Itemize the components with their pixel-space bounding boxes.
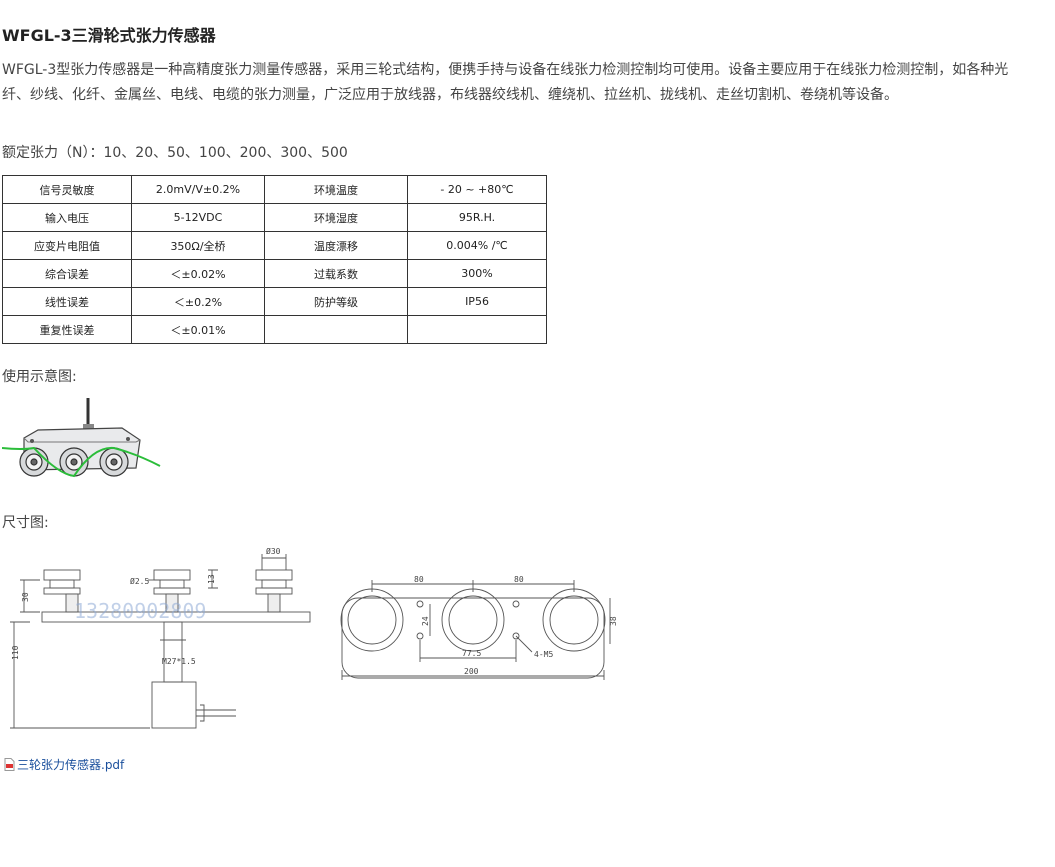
spec-label-cell: 综合误差 (2, 259, 132, 288)
spec-value-cell: 350Ω/全桥 (131, 231, 265, 260)
spec-label-cell: 防护等级 (264, 287, 408, 316)
spec-value-cell: ＜±0.02% (131, 259, 265, 288)
pdf-link-label[interactable]: 三轮张力传感器.pdf (17, 758, 125, 772)
spec-value-cell: - 20 ~ +80℃ (407, 175, 547, 204)
spec-label-cell: 信号灵敏度 (2, 175, 132, 204)
usage-illustration (2, 398, 161, 478)
spec-value-cell: 300% (407, 259, 547, 288)
pdf-download-link[interactable]: 三轮张力传感器.pdf (4, 756, 124, 773)
spec-value-cell: IP56 (407, 287, 547, 316)
dimension-label: 尺寸图: (2, 515, 49, 531)
pdf-icon (4, 758, 15, 771)
spec-value-cell: 2.0mV/V±0.2% (131, 175, 265, 204)
dim-h30: 30 (21, 592, 30, 602)
dim-h110: 110 (11, 645, 20, 660)
dim-d25: Ø2.5 (130, 576, 149, 586)
spec-value-cell: ＜±0.2% (131, 287, 265, 316)
spec-value-cell: 0.004% /℃ (407, 231, 547, 260)
usage-label: 使用示意图: (2, 369, 77, 385)
spec-label-cell: 环境湿度 (264, 203, 408, 232)
dim-holes: 4-M5 (534, 650, 553, 659)
spec-label-cell: 输入电压 (2, 203, 132, 232)
spec-label-cell: 重复性误差 (2, 315, 132, 344)
spec-label-cell: 温度漂移 (264, 231, 408, 260)
rated-tension: 额定张力（N）：10、20、50、100、200、300、500 (2, 145, 348, 161)
spec-value-cell: 5-12VDC (131, 203, 265, 232)
dim-w200: 200 (464, 667, 479, 676)
dim-h38: 38 (609, 616, 618, 626)
spec-value-cell: ＜±0.01% (131, 315, 265, 344)
dimension-drawing: Ø30 Ø2.5 13 30 110 M27*1.5 80 80 24 38 7… (10, 546, 618, 729)
watermark: 13280902809 (74, 599, 206, 623)
dim-thread: M27*1.5 (162, 657, 196, 666)
dim-w80a: 80 (414, 575, 424, 584)
spec-label-cell (264, 315, 408, 344)
spec-value-cell (407, 315, 547, 344)
spec-label-cell: 线性误差 (2, 287, 132, 316)
dim-w80b: 80 (514, 575, 524, 584)
spec-value-cell: 95R.H. (407, 203, 547, 232)
intro-paragraph: WFGL-3型张力传感器是一种高精度张力测量传感器，采用三轮式结构，便携手持与设… (2, 62, 1009, 103)
dim-h24: 24 (421, 616, 430, 626)
spec-label-cell: 应变片电阻值 (2, 231, 132, 260)
dim-d30: Ø30 (266, 546, 281, 556)
spec-label-cell: 过载系数 (264, 259, 408, 288)
spec-row: 重复性误差＜±0.01% (2, 315, 547, 344)
spec-label-cell: 环境温度 (264, 175, 408, 204)
dim-h13: 13 (207, 574, 216, 584)
dim-w77: 77.5 (462, 649, 481, 658)
page-title: WFGL-3三滑轮式张力传感器 (2, 26, 216, 45)
